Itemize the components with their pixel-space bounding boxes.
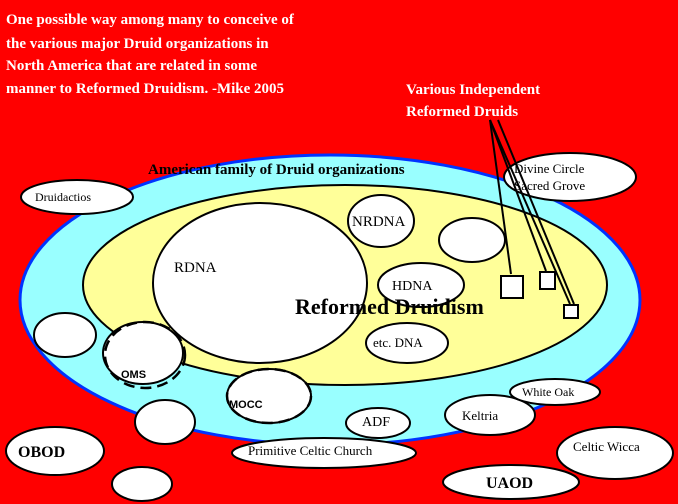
- caption-line-2: the various major Druid organizations in: [6, 36, 269, 52]
- hdna-label: HDNA: [392, 279, 433, 294]
- unnamed-node-2: [33, 312, 97, 358]
- caption: One possible way among many to conceive …: [6, 12, 295, 97]
- uaod-label: UAOD: [486, 475, 533, 492]
- celtic-wicca-label: Celtic Wicca: [573, 439, 640, 454]
- white-oak-node: [509, 378, 601, 406]
- oms-dashed-outline: [103, 320, 187, 390]
- primitive-celtic-church-label: Primitive Celtic Church: [248, 443, 373, 458]
- white-oak-label: White Oak: [522, 385, 574, 399]
- independent-label-line-1: Various Independent: [406, 82, 540, 98]
- etc-dna-label: etc. DNA: [373, 335, 423, 350]
- caption-line-4: manner to Reformed Druidism. -Mike 2005: [6, 81, 284, 97]
- druidactios-label: Druidactios: [35, 190, 91, 204]
- divine-circle-label-1: Divine Circle: [514, 161, 585, 176]
- divine-circle-node: [503, 152, 637, 202]
- independent-connector-3: [489, 119, 571, 305]
- independent-connector-2: [489, 119, 547, 272]
- mocc-dashed-outline: [225, 367, 313, 425]
- family-label: American family of Druid organizations: [148, 162, 405, 178]
- celtic-wicca-node: [556, 426, 674, 480]
- caption-line-3: North America that are related in some: [6, 58, 257, 74]
- keltria-label: Keltria: [462, 408, 498, 423]
- adf-label: ADF: [362, 415, 390, 430]
- independent-label: Various Independent Reformed Druids: [406, 82, 540, 120]
- independent-connector-4: [497, 119, 575, 305]
- druidactios-node: [20, 179, 134, 215]
- uaod-node: [442, 464, 580, 500]
- obod-node: [5, 426, 105, 476]
- rdna-node: [152, 202, 368, 364]
- keltria-node: [444, 394, 536, 436]
- obod-label: OBOD: [18, 444, 65, 461]
- unnamed-node-4: [111, 466, 173, 502]
- caption-line-1: One possible way among many to conceive …: [6, 12, 295, 28]
- etc-dna-node: [365, 322, 449, 364]
- unnamed-node-3: [134, 399, 196, 445]
- divine-circle-label-2: Sacred Grove: [514, 178, 585, 193]
- oms-label: OMS: [121, 369, 146, 381]
- hdna-node: [377, 262, 465, 308]
- primitive-celtic-church-node: [231, 437, 417, 469]
- node-labels: RDNA NRDNA HDNA etc. DNA Druidactios Div…: [18, 161, 640, 492]
- independent-connector-1: [489, 119, 512, 275]
- rdna-label: RDNA: [174, 260, 217, 276]
- adf-node: [345, 407, 411, 439]
- reformed-druidism-label: Reformed Druidism: [295, 294, 484, 319]
- mocc-label: MOCC: [229, 399, 263, 411]
- independent-label-line-2: Reformed Druids: [406, 104, 518, 120]
- independent-square-1: [500, 275, 524, 299]
- nrdna-node: [347, 194, 415, 248]
- independent-square-2: [539, 271, 556, 290]
- nrdna-label: NRDNA: [352, 214, 406, 230]
- independent-square-3: [563, 304, 579, 319]
- unnamed-node-1: [438, 217, 506, 263]
